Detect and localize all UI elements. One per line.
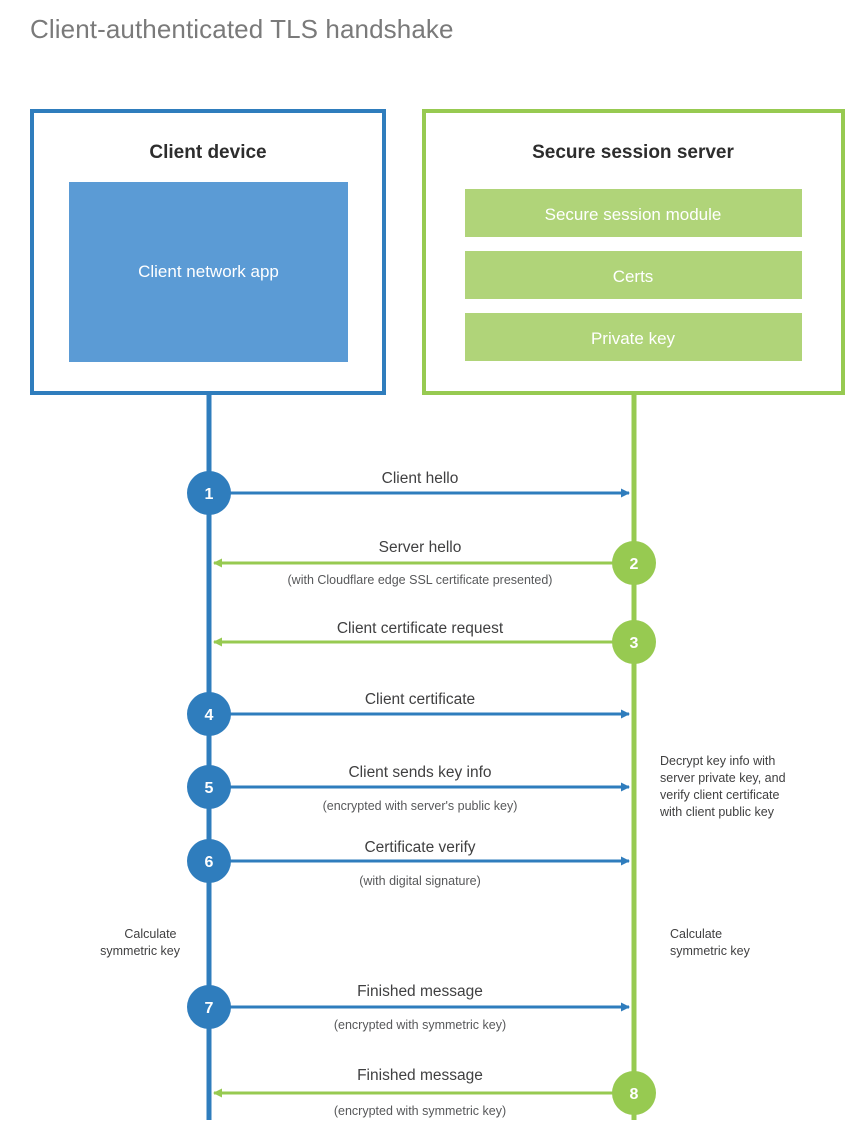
server-module-label-1: Certs xyxy=(613,267,654,286)
server-module-box-1[interactable] xyxy=(465,251,802,299)
server-module-label-2: Private key xyxy=(591,329,676,348)
step-5-label: Client sends key info xyxy=(348,764,491,781)
step-7-badge[interactable] xyxy=(187,985,231,1029)
step-3-label: Client certificate request xyxy=(337,620,504,637)
step-8-label: Finished message xyxy=(357,1067,483,1084)
step-6[interactable]: Certificate verify (with digital signatu… xyxy=(187,839,630,888)
secure-session-server-panel[interactable]: Secure session server Secure session mod… xyxy=(422,109,845,395)
step-5[interactable]: Client sends key info (encrypted with se… xyxy=(187,764,630,813)
server-decrypt-note: Decrypt key info with server private key… xyxy=(659,754,789,819)
step-2[interactable]: Server hello (with Cloudflare edge SSL c… xyxy=(213,539,656,587)
step-8-number: 8 xyxy=(630,1086,639,1103)
server-module-label-0: Secure session module xyxy=(545,205,722,224)
svg-text:Decrypt key info with: Decrypt key info with server private key… xyxy=(659,754,789,819)
server-calculate-symmetric-key-note: Calculate symmetric key xyxy=(670,927,751,958)
step-1-number: 1 xyxy=(205,486,214,503)
step-6-badge[interactable] xyxy=(187,839,231,883)
server-calc-note-line-1: symmetric key xyxy=(670,944,751,958)
page-title: Client-authenticated TLS handshake xyxy=(30,14,454,44)
server-module-box-2[interactable] xyxy=(465,313,802,361)
step-8[interactable]: Finished message (encrypted with symmetr… xyxy=(213,1067,656,1118)
step-5-badge[interactable] xyxy=(187,765,231,809)
client-network-app-box[interactable] xyxy=(69,182,348,362)
step-2-number: 2 xyxy=(630,556,639,573)
step-2-badge[interactable] xyxy=(612,541,656,585)
server-decrypt-note-line-2: verify client certificate xyxy=(660,788,780,802)
server-module-box-0[interactable] xyxy=(465,189,802,237)
step-3[interactable]: Client certificate request 3 xyxy=(213,620,656,664)
secure-session-server-title: Secure session server xyxy=(532,142,734,163)
step-2-label: Server hello xyxy=(379,539,462,556)
server-decrypt-note-line-1: server private key, and xyxy=(660,771,786,785)
client-network-app-label: Client network app xyxy=(138,246,279,265)
step-7-sublabel: (encrypted with symmetric key) xyxy=(334,1018,506,1032)
step-8-badge[interactable] xyxy=(612,1071,656,1115)
step-1-label: Client hello xyxy=(382,470,459,487)
step-3-number: 3 xyxy=(630,635,639,652)
svg-text:Calculate symmetric ke: Calculate symmetric key xyxy=(100,927,181,958)
client-device-panel[interactable]: Client device Client network app xyxy=(30,109,386,395)
client-calc-note-line-0: Calculate xyxy=(124,927,176,941)
step-7[interactable]: Finished message (encrypted with symmetr… xyxy=(187,983,630,1032)
step-7-label: Finished message xyxy=(357,983,483,1000)
step-6-number: 6 xyxy=(205,854,214,871)
server-calc-note-line-0: Calculate xyxy=(670,927,722,941)
step-6-sublabel: (with digital signature) xyxy=(359,874,481,888)
client-calc-note-line-1: symmetric key xyxy=(100,944,181,958)
step-6-label: Certificate verify xyxy=(364,839,475,856)
step-7-number: 7 xyxy=(205,1000,214,1017)
step-5-number: 5 xyxy=(205,780,214,797)
server-decrypt-note-line-3: with client public key xyxy=(659,805,775,819)
step-3-badge[interactable] xyxy=(612,620,656,664)
server-decrypt-note-line-0: Decrypt key info with xyxy=(660,754,775,768)
svg-text:Calculate symmetric ke: Calculate symmetric key xyxy=(670,927,751,958)
step-1[interactable]: Client hello 1 xyxy=(187,470,630,515)
lifelines xyxy=(206,393,637,1120)
step-2-sublabel: (with Cloudflare edge SSL certificate pr… xyxy=(288,573,553,587)
step-4-badge[interactable] xyxy=(187,692,231,736)
client-calculate-symmetric-key-note: Calculate symmetric key xyxy=(100,927,181,958)
step-4-number: 4 xyxy=(205,707,214,724)
step-8-sublabel: (encrypted with symmetric key) xyxy=(334,1104,506,1118)
step-4[interactable]: Client certificate 4 xyxy=(187,691,630,736)
step-4-label: Client certificate xyxy=(365,691,475,708)
client-device-title: Client device xyxy=(149,142,266,163)
step-5-sublabel: (encrypted with server's public key) xyxy=(323,799,518,813)
step-1-badge[interactable] xyxy=(187,471,231,515)
client-network-app-line-1: Client network app xyxy=(138,246,279,265)
